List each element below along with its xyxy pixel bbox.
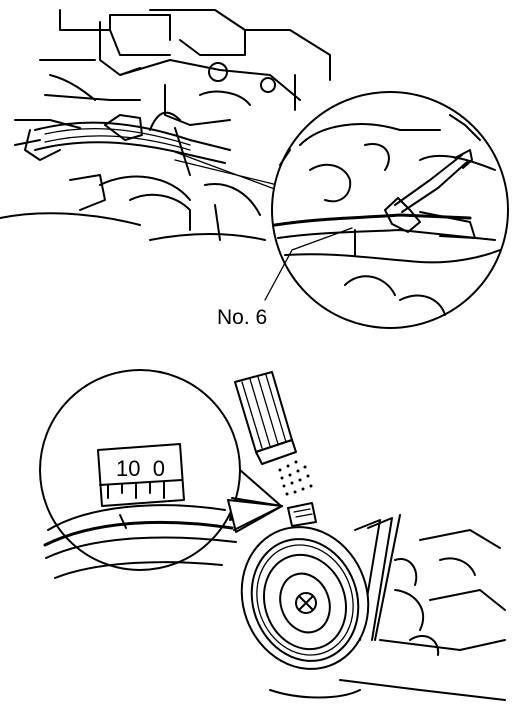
- wire-callout-label: No. 6: [217, 306, 267, 329]
- timing-light: [234, 371, 313, 496]
- crank-pulley-drawing: [240, 502, 506, 701]
- detail-magnifier-wire-no6: [264, 91, 509, 329]
- timing-scale-reading: 10 0: [116, 456, 165, 481]
- engine-assembly-drawing: [0, 9, 331, 241]
- strobe-light-beam: [278, 460, 313, 496]
- detail-magnifier-timing-marks: [39, 369, 283, 579]
